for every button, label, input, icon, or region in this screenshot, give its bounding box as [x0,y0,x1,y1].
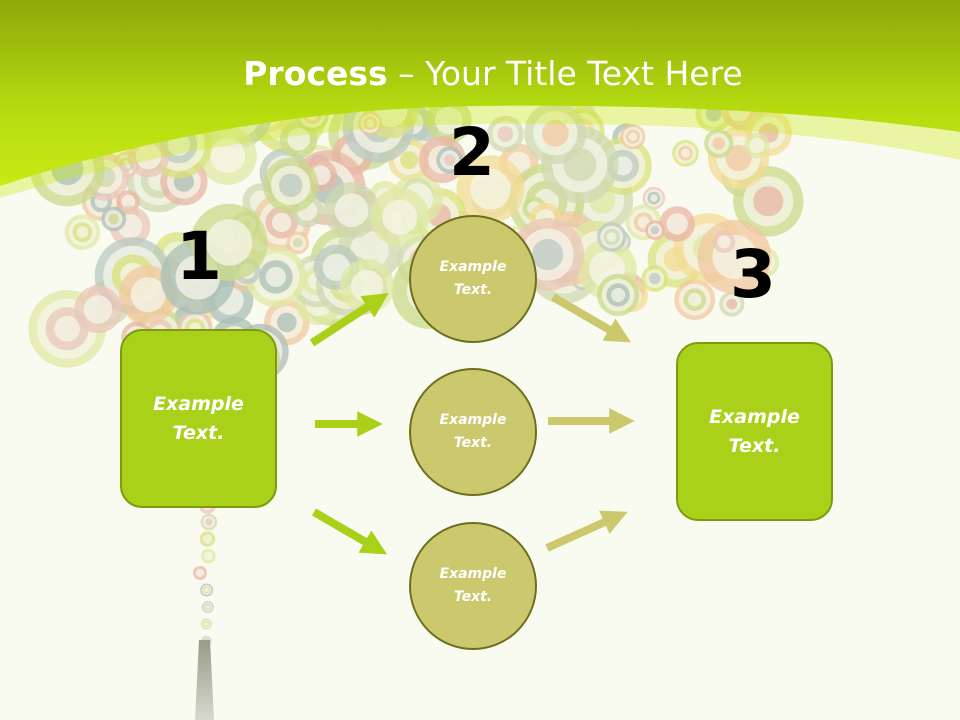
step-2-circle-bottom-text: Example Text. [439,566,507,605]
step-1-number: 1 [176,218,222,295]
step-2-circle-top-text: Example Text. [439,259,507,298]
step-2-circle-middle: Example Text. [409,368,537,496]
arrow-1-to-2c [311,508,388,555]
step-1-box: Example Text. [120,329,277,508]
step-3-text: Example Text. [709,405,800,457]
step-2-number: 2 [449,114,495,191]
smokestack-graphic [195,640,214,720]
step-1-text: Example Text. [153,392,244,444]
step-3-box: Example Text. [676,342,833,521]
step-2-circle-top: Example Text. [409,215,537,343]
arrow-2a-to-3 [550,293,632,343]
slide-title: Process – Your Title Text Here [0,52,960,96]
step-3-number: 3 [730,236,776,313]
title-bold: Process [243,54,388,93]
step-2-circle-bottom: Example Text. [409,522,537,650]
step-2-circle-middle-text: Example Text. [439,412,507,451]
arrow-1-to-2a [309,293,389,347]
arrow-2c-to-3 [545,510,628,552]
header-band [0,0,960,186]
title-rest: – Your Title Text Here [387,54,743,93]
